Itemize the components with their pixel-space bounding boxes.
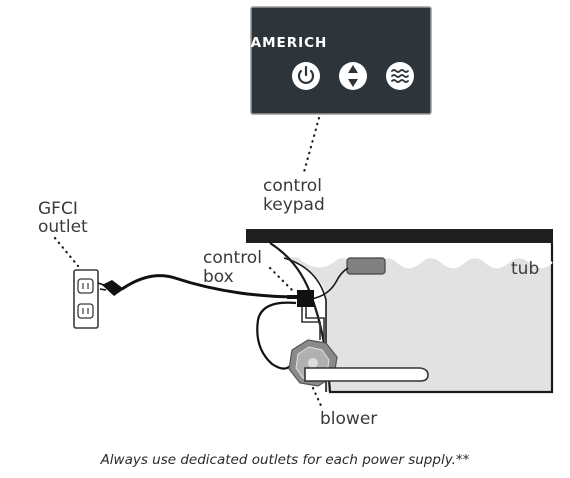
tub-label: tub bbox=[511, 259, 540, 279]
keypad-on-tub bbox=[346, 257, 386, 275]
caption: Always use dedicated outlets for each po… bbox=[100, 452, 470, 468]
waves-button[interactable] bbox=[386, 62, 414, 90]
control-box-label-line2: box bbox=[203, 267, 234, 287]
gfci-label-line2: outlet bbox=[38, 217, 88, 237]
keypad-label-line1: control bbox=[263, 176, 322, 196]
keypad-panel bbox=[250, 6, 432, 115]
blower-pipe bbox=[304, 367, 429, 382]
gfci-outlet bbox=[73, 269, 99, 329]
keypad-leader bbox=[302, 116, 321, 174]
up-down-arrows-icon bbox=[348, 65, 358, 87]
power-plug bbox=[97, 280, 124, 296]
blower-label: blower bbox=[320, 409, 378, 429]
waves-icon bbox=[391, 69, 409, 83]
updown-button[interactable] bbox=[339, 62, 367, 90]
control-box bbox=[297, 290, 314, 307]
power-button[interactable] bbox=[292, 62, 320, 90]
control-box-label-line1: control bbox=[203, 248, 262, 268]
power-icon bbox=[297, 69, 315, 84]
tub-rim bbox=[246, 229, 553, 243]
power-cord bbox=[121, 274, 296, 299]
gfci-label-line1: GFCI bbox=[38, 199, 78, 219]
tub bbox=[246, 229, 554, 394]
keypad-label-line2: keypad bbox=[263, 195, 325, 215]
keypad-brand: AMERICH bbox=[250, 35, 328, 51]
